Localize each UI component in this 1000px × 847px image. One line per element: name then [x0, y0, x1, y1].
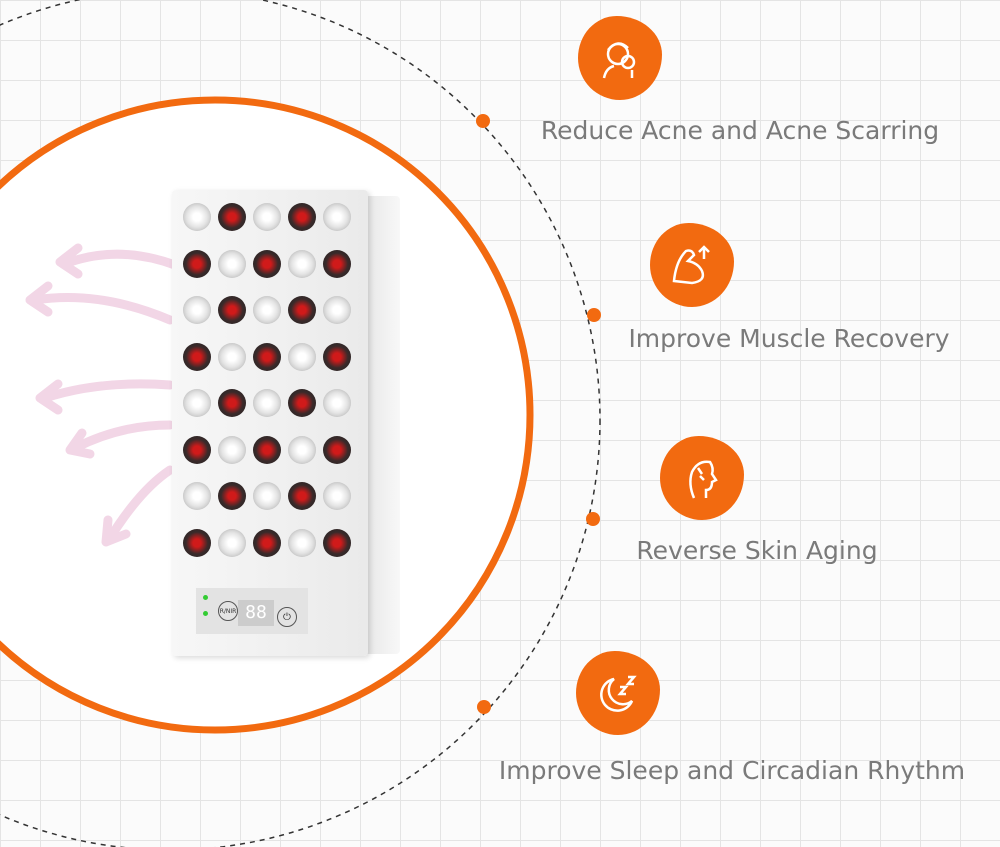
led-bulb: [218, 389, 246, 417]
light-arrows: [25, 243, 180, 547]
led-bulb: [183, 203, 211, 231]
led-bulb: [183, 249, 211, 278]
muscle-arm-icon: [650, 223, 734, 307]
led-bulb: [253, 203, 281, 231]
led-bulb: [253, 389, 281, 417]
led-bulb: [288, 435, 316, 464]
indicator-light: [203, 611, 208, 616]
face-profile-icon: [660, 436, 744, 520]
orbit-dot: [586, 512, 600, 526]
device-side-panel: [366, 196, 400, 654]
benefit-label: Reduce Acne and Acne Scarring: [540, 116, 940, 145]
led-bulb: [183, 296, 211, 324]
led-bulb: [323, 249, 351, 278]
orbit-dot: [477, 700, 491, 714]
led-bulb: [323, 528, 351, 557]
orbit-dot: [587, 308, 601, 322]
benefit-label: Improve Muscle Recovery: [628, 324, 950, 353]
led-bulb: [253, 435, 281, 464]
led-bulb: [323, 435, 351, 464]
led-bulb: [183, 528, 211, 557]
led-bulb: [253, 342, 281, 371]
led-bulb: [253, 249, 281, 278]
face-acne-icon: [578, 16, 662, 100]
led-bulb: [323, 482, 351, 510]
led-bulb: [183, 482, 211, 510]
led-bulb: [218, 203, 246, 231]
led-bulb: [288, 296, 316, 324]
led-bulb: [218, 482, 246, 510]
dashed-orbit: [0, 0, 601, 847]
led-bulb: [288, 528, 316, 557]
led-bulb: [323, 296, 351, 324]
led-bulb: [218, 342, 246, 371]
led-bulb: [253, 482, 281, 510]
led-bulb: [288, 342, 316, 371]
led-bulb: [323, 342, 351, 371]
led-bulb: [183, 435, 211, 464]
led-bulb: [323, 389, 351, 417]
led-bulb: [253, 528, 281, 557]
led-bulb: [288, 249, 316, 278]
led-bulb: [218, 528, 246, 557]
benefit-label: Improve Sleep and Circadian Rhythm: [498, 756, 966, 785]
indicator-light: [203, 595, 208, 600]
led-bulb: [253, 296, 281, 324]
power-icon[interactable]: ⏻: [277, 607, 297, 627]
led-bulb: [323, 203, 351, 231]
led-bulb: [218, 435, 246, 464]
led-bulb: [183, 342, 211, 371]
timer-display: 88: [238, 600, 274, 626]
led-bulb: [288, 482, 316, 510]
moon-sleep-icon: [576, 651, 660, 735]
led-bulb: [183, 389, 211, 417]
led-bulb: [218, 249, 246, 278]
led-bulb: [288, 203, 316, 231]
mode-button[interactable]: R/NIR: [218, 601, 238, 621]
led-bulb: [218, 296, 246, 324]
led-bulb: [288, 389, 316, 417]
benefit-label: Reverse Skin Aging: [636, 536, 878, 565]
orbit-dot: [476, 114, 490, 128]
